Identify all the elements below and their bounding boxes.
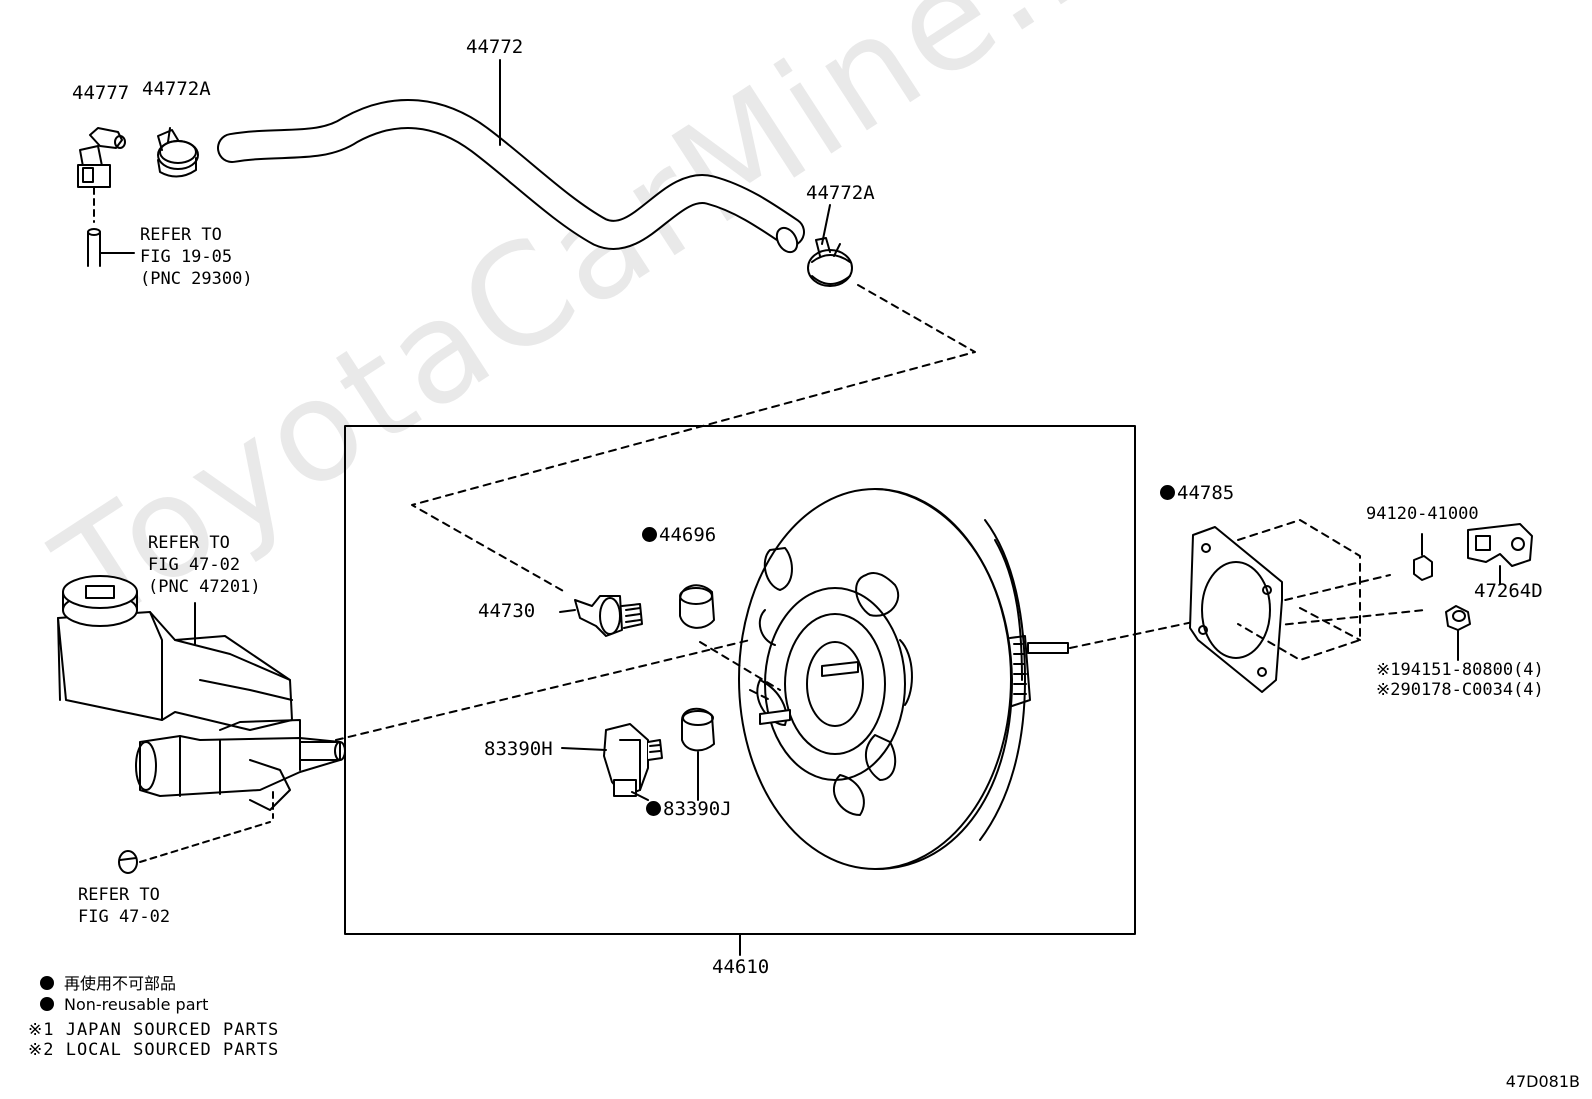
bullet-icon [40, 997, 54, 1011]
label-290178-C0034: ※290178-C0034(4) [1376, 680, 1544, 700]
label-44785: 44785 [1160, 484, 1234, 503]
plug-cap [118, 850, 138, 874]
label-47264D: 47264D [1474, 580, 1543, 602]
hose-clip-right [807, 237, 853, 287]
legend-non-reusable-en: Non-reusable part [40, 995, 208, 1014]
label-44730: 44730 [478, 600, 536, 622]
check-valve [77, 127, 135, 267]
label-194151-80800: ※194151-80800(4) [1376, 660, 1544, 680]
legend-local-sourced: ※2 LOCAL SOURCED PARTS [28, 1040, 280, 1060]
reference-cap: REFER TO FIG 47-02 [78, 885, 171, 927]
label-83390H: 83390H [484, 738, 553, 760]
legend-japan-sourced: ※1 JAPAN SOURCED PARTS [28, 1020, 280, 1040]
label-44772A-left: 44772A [142, 78, 211, 100]
label-44772A-right: 44772A [806, 182, 875, 204]
reference-reservoir: REFER TO FIG 47-02 (PNC 47201) [148, 533, 261, 597]
label-44777: 44777 [72, 82, 130, 104]
reference-hose: REFER TO FIG 19-05 (PNC 29300) [140, 225, 253, 289]
label-44610: 44610 [712, 956, 770, 978]
sensor-83390H [603, 723, 663, 797]
grommet-83390J [681, 707, 715, 801]
vacuum-hose [217, 99, 805, 254]
bullet-icon [40, 976, 54, 990]
brake-booster [738, 488, 1069, 871]
legend-non-reusable-jp: 再使用不可部品 [40, 970, 176, 994]
hose-clip-left [157, 127, 199, 178]
nut-94120 [1413, 533, 1433, 581]
grommet-44696 [679, 584, 715, 629]
label-44696: 44696 [642, 526, 716, 545]
label-44772: 44772 [466, 36, 524, 58]
label-83390J: 83390J [646, 800, 732, 819]
master-cylinder [57, 575, 346, 819]
figure-code: 47D081B [1505, 1072, 1580, 1091]
label-94120-41000: 94120-41000 [1366, 504, 1479, 524]
bushing-194151 [1445, 605, 1471, 661]
vacuum-fitting-44730 [574, 595, 643, 637]
clip-47264D [1467, 523, 1533, 585]
booster-gasket [1189, 526, 1283, 693]
